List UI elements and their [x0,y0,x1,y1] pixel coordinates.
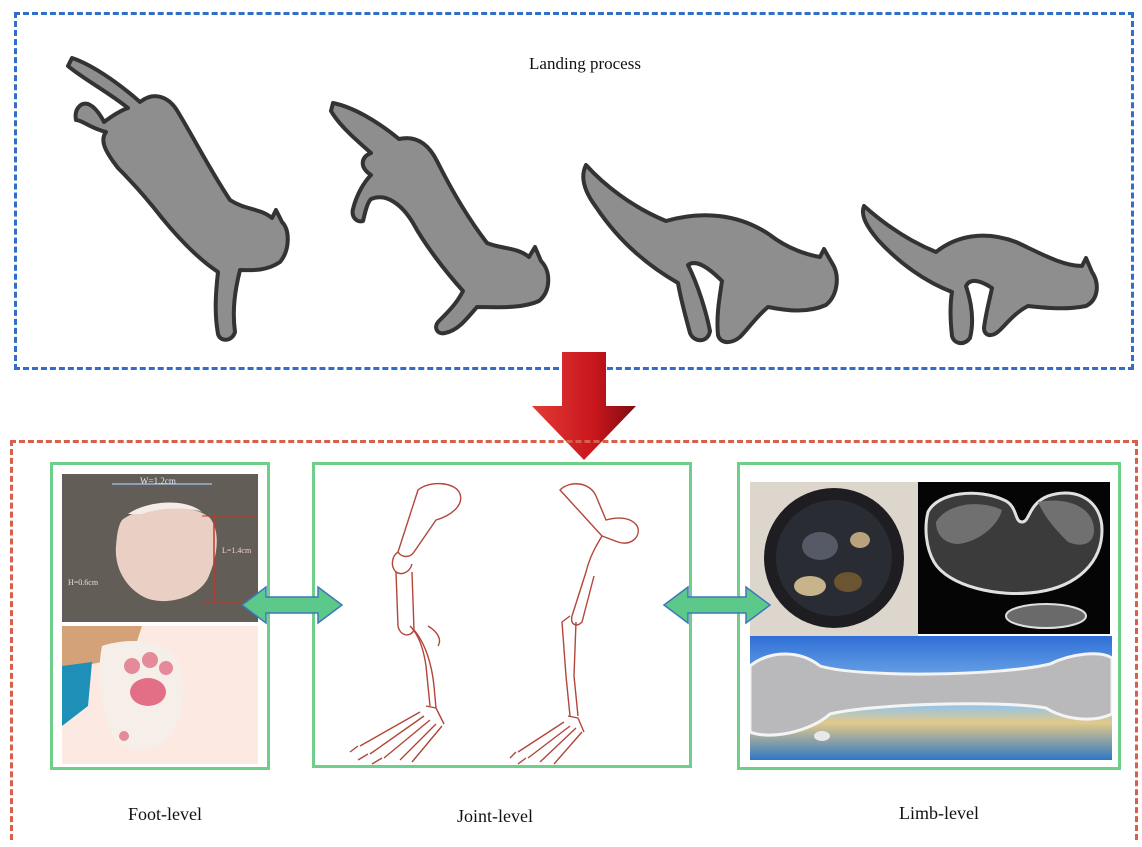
leg-skeleton-icon [340,476,480,766]
limb-level-label: Limb-level [874,803,1004,824]
bone-sample-dish-photo [750,482,918,636]
foot-pad-photo: W=1.2cm L=1.4cm H=0.6cm [62,474,258,622]
landing-process-title: Landing process [470,54,700,74]
cat-silhouette-icon [325,95,565,355]
height-measurement: H=0.6cm [68,578,98,587]
foot-level-label: Foot-level [100,804,230,825]
long-bone-render [750,636,1112,760]
joint-level-label: Joint-level [430,806,560,827]
double-arrow-icon [662,585,772,625]
double-arrow-icon [240,585,344,625]
cat-silhouette-icon [860,200,1100,350]
bone-ct-cross-section [918,482,1110,634]
leg-skeleton-icon [510,476,660,766]
paw-photo [62,626,258,764]
cat-silhouette-icon [580,155,840,355]
cat-silhouette-icon [60,50,300,350]
width-measurement: W=1.2cm [140,476,176,486]
length-measurement: L=1.4cm [222,546,251,555]
